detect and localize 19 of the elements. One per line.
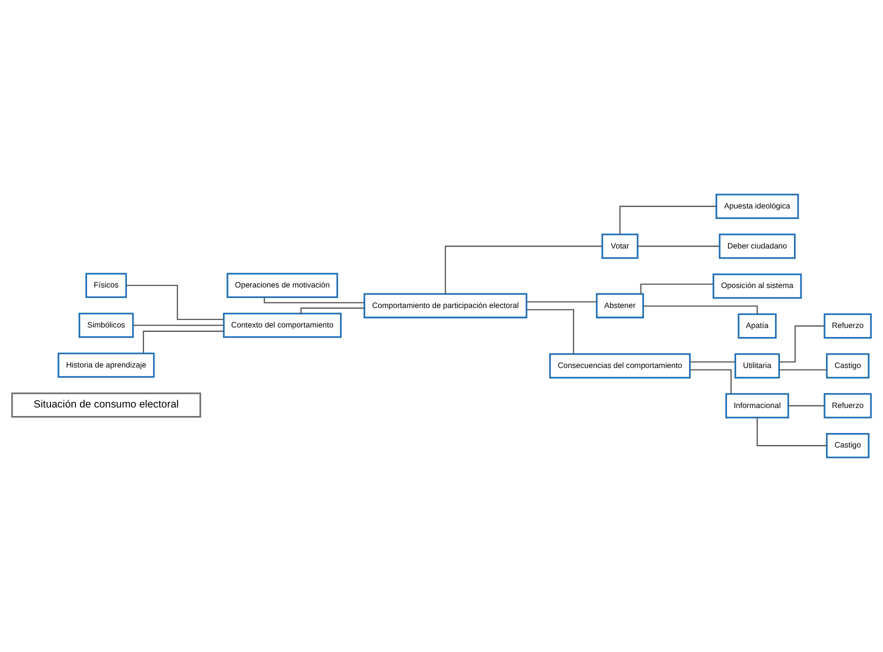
connector <box>643 305 758 314</box>
connector <box>779 325 825 363</box>
connector <box>756 418 827 446</box>
connector <box>133 324 224 326</box>
connector <box>444 246 602 294</box>
connector <box>640 284 714 294</box>
connector <box>638 246 720 247</box>
connector <box>142 330 224 354</box>
connector <box>690 361 736 363</box>
connector <box>526 301 597 302</box>
connector <box>300 308 364 314</box>
connector <box>619 206 716 234</box>
connector <box>690 369 732 394</box>
connector <box>526 309 574 354</box>
connector <box>126 284 224 320</box>
connector <box>779 369 827 370</box>
node-box: Situación de consumo electoral <box>11 392 202 418</box>
connector <box>264 297 364 304</box>
connector <box>788 405 824 406</box>
